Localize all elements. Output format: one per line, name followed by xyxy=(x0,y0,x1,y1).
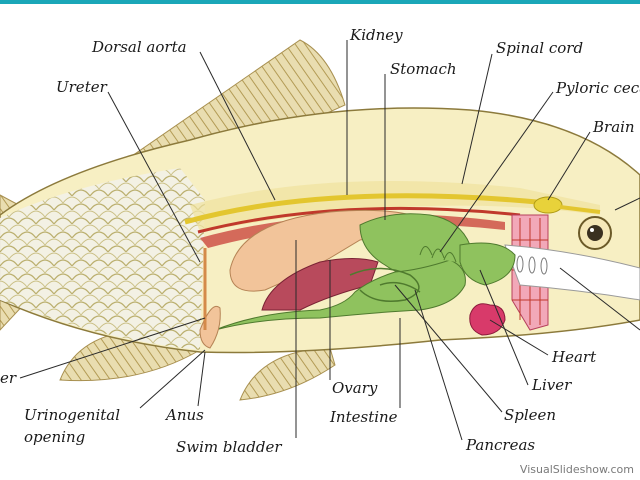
muscle-band xyxy=(190,180,600,232)
label-swim-bladder: Swim bladder xyxy=(176,438,282,456)
label-ovary: Ovary xyxy=(332,379,378,397)
label-brain: Brain xyxy=(592,118,635,136)
top-border xyxy=(0,0,640,4)
brain xyxy=(533,196,563,214)
label-kidney: Kidney xyxy=(349,26,403,44)
label-liver: Liver xyxy=(531,376,572,394)
label-dorsal-aorta: Dorsal aorta xyxy=(91,38,187,56)
label-bladder: Bladder xyxy=(0,369,17,387)
label-urinogenital-line2: opening xyxy=(24,428,85,446)
label-spinal-cord: Spinal cord xyxy=(496,39,583,57)
liver xyxy=(459,242,516,286)
pelvic-fin xyxy=(239,347,336,401)
urinary-bladder xyxy=(199,305,221,349)
label-spleen: Spleen xyxy=(504,406,556,424)
label-pyloric-ceca: Pyloric ceca xyxy=(555,79,640,97)
label-ureter: Ureter xyxy=(56,78,108,96)
label-urinogenital: Urinogenital xyxy=(24,406,120,424)
label-heart: Heart xyxy=(551,348,597,366)
dorsal-fin xyxy=(98,39,346,179)
scale-area xyxy=(0,168,205,350)
label-anus: Anus xyxy=(164,406,204,424)
label-pancreas: Pancreas xyxy=(465,436,535,454)
pharynx xyxy=(504,244,640,301)
spinal-cord xyxy=(184,193,549,225)
dorsal-aorta xyxy=(197,206,521,234)
heart xyxy=(469,303,506,336)
pyloric-ceca xyxy=(419,246,457,263)
label-stomach: Stomach xyxy=(390,60,457,78)
label-intestine: Intestine xyxy=(329,408,398,426)
ovary xyxy=(261,258,379,311)
watermark: VisualSlideshow.com xyxy=(519,463,634,476)
